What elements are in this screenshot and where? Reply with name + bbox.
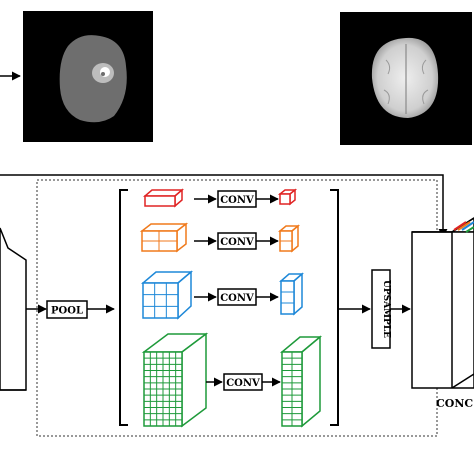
branch-3-conv-label: CONV (220, 293, 254, 304)
upsample-label: UPSAMPLE (381, 280, 391, 338)
branch-1-conv-box: CONV (217, 190, 257, 208)
branch-2-conv-box: CONV (217, 232, 257, 250)
branch-3: CONV (140, 270, 304, 320)
branch-1: CONV (142, 188, 298, 208)
branch-2-output-block (277, 224, 301, 253)
branch-2-input-block (139, 222, 189, 253)
branch-3-input-block (140, 270, 194, 320)
branch-4-output-block (279, 335, 323, 428)
skip-connection-arrow (0, 174, 448, 238)
branch-1-input-block (142, 188, 185, 208)
concat-label: CONC (436, 397, 473, 410)
concat-output-block (411, 217, 474, 389)
pool-box: POOL (46, 300, 88, 319)
branch-2: CONV (139, 222, 301, 253)
branch-1-output-block (277, 188, 298, 206)
tumor-mask-image (23, 11, 153, 142)
branch-1-conv-label: CONV (220, 195, 254, 206)
branch-2-conv-label: CONV (220, 237, 254, 248)
right-bracket (330, 189, 339, 426)
branch-4-conv-box: CONV (223, 373, 263, 391)
branch-4-input-block (141, 332, 209, 428)
branch-3-output-block (279, 272, 304, 316)
branch-4: CONV (141, 332, 323, 428)
branch-3-conv-box: CONV (217, 288, 257, 306)
pool-label: POOL (51, 306, 83, 317)
brain-mri-image (340, 12, 472, 145)
left-bracket (119, 189, 128, 426)
upsample-box: UPSAMPLE (371, 269, 391, 349)
input-feature-map (0, 227, 27, 391)
branch-4-conv-label: CONV (226, 378, 260, 389)
